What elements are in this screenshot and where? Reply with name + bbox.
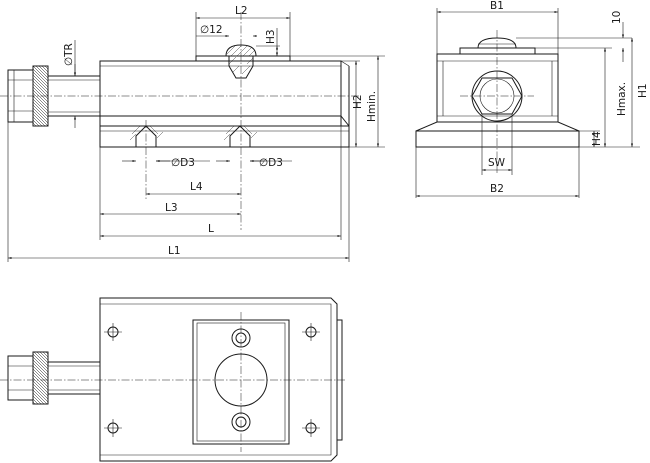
dim-SW: SW bbox=[488, 157, 506, 169]
dim-L: L bbox=[208, 223, 214, 235]
bottom-hole-right bbox=[223, 125, 258, 147]
mount-hole-bl bbox=[104, 419, 122, 437]
dim-L2: L2 bbox=[235, 5, 248, 17]
bottom-hole-left bbox=[129, 125, 164, 147]
hex-nut-top bbox=[7, 355, 34, 401]
mount-hole-tr bbox=[302, 323, 320, 341]
dim-D3-left: ∅D3 bbox=[171, 157, 195, 169]
main-body bbox=[99, 55, 350, 148]
dim-D12: ∅12 bbox=[200, 24, 223, 36]
dim-H1: H1 bbox=[637, 83, 649, 98]
top-bolt-section bbox=[225, 44, 257, 79]
front-view: B1 10 Hmax. H1 H4 SW B2 bbox=[415, 0, 649, 198]
side-view: L2 ∅12 H3 ∅TR H2 Hmin. ∅D3 ∅D3 bbox=[0, 5, 385, 262]
dim-H2: H2 bbox=[352, 94, 364, 109]
dim-H3: H3 bbox=[265, 29, 277, 44]
dim-Hmin: Hmin. bbox=[366, 91, 378, 122]
dim-H4: H4 bbox=[591, 131, 603, 146]
dim-L1: L1 bbox=[168, 245, 181, 257]
mount-hole-br bbox=[302, 419, 320, 437]
dim-L3: L3 bbox=[165, 202, 178, 214]
dim-B1: B1 bbox=[490, 0, 504, 12]
dim-D3-right: ∅D3 bbox=[259, 157, 283, 169]
dim-Hmax: Hmax. bbox=[616, 82, 628, 116]
knurled-knob-top bbox=[32, 351, 49, 405]
dim-B2: B2 bbox=[490, 183, 504, 195]
top-view bbox=[0, 297, 345, 462]
dim-L4: L4 bbox=[190, 181, 203, 193]
dim-TR: ∅TR bbox=[63, 43, 75, 66]
dim-10: 10 bbox=[611, 11, 623, 24]
mount-hole-tl bbox=[104, 323, 122, 341]
